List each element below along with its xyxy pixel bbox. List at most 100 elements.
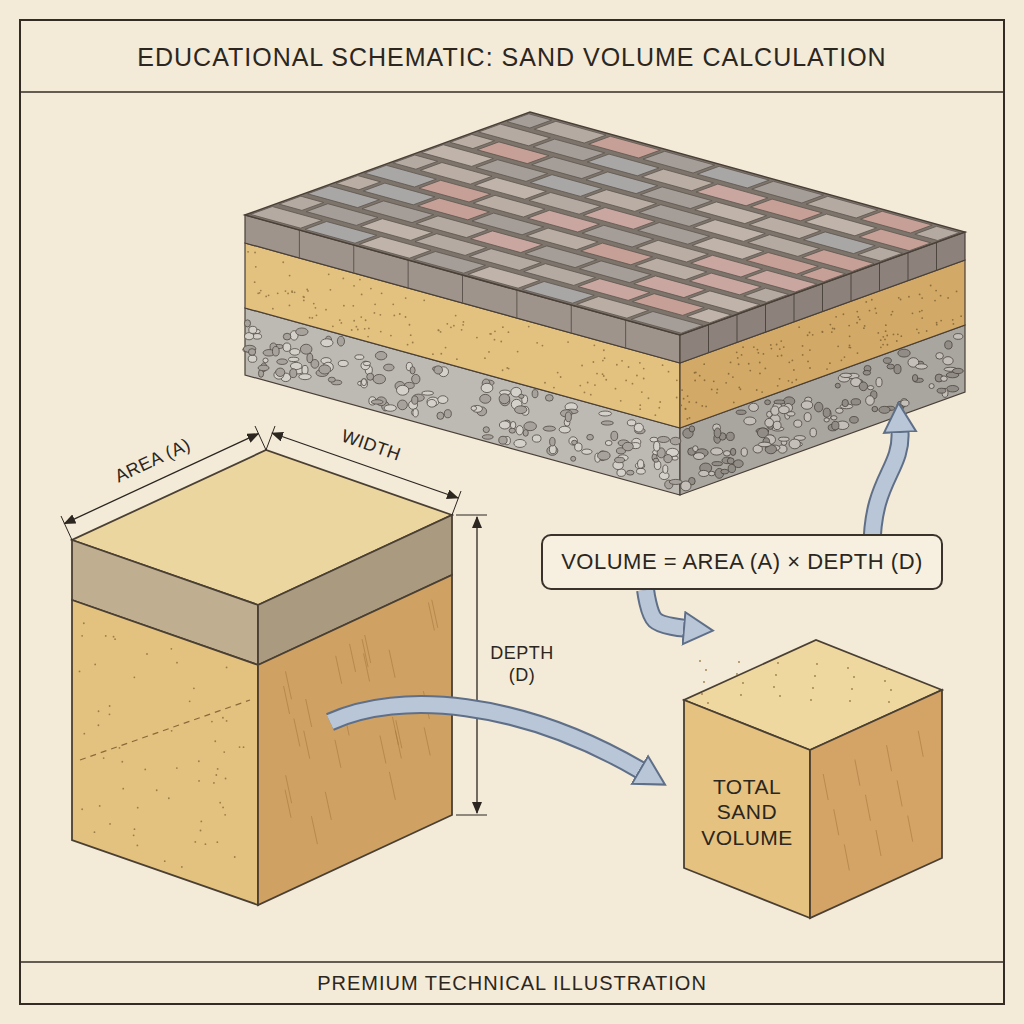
sand-speck — [835, 316, 837, 318]
sand-speck — [176, 662, 178, 664]
sand-speck — [749, 370, 751, 372]
sand-speck — [268, 294, 270, 296]
sand-speck — [776, 344, 778, 346]
sand-speck — [94, 831, 96, 833]
gravel-stone — [879, 406, 890, 413]
gravel-stone — [587, 434, 594, 440]
sand-speck — [930, 285, 932, 287]
gravel-stone — [601, 421, 613, 425]
hatch-stroke — [396, 720, 402, 748]
hatch-stroke — [364, 653, 370, 681]
sand-speck — [687, 395, 689, 397]
paver-joint — [936, 242, 937, 270]
gravel-stone — [730, 448, 735, 455]
sand-speck — [502, 369, 504, 371]
sand-speck — [686, 418, 688, 420]
sand-speck — [759, 362, 761, 364]
paver-brick — [858, 247, 903, 261]
paver-joint — [737, 314, 738, 342]
hatch-stroke — [335, 740, 341, 768]
gravel-stone — [244, 320, 250, 327]
sand-speck — [260, 290, 262, 292]
sand-speck — [685, 408, 687, 410]
gravel-stone — [744, 417, 756, 425]
gravel-stone — [499, 421, 510, 429]
sand-speck — [361, 294, 363, 296]
gravel-stone — [941, 376, 948, 381]
sand-speck — [620, 400, 622, 402]
sand-speck — [821, 331, 823, 333]
sand-speck — [353, 285, 355, 287]
paver-brick — [861, 211, 933, 233]
gravel-stone — [727, 458, 734, 464]
sand-speck — [500, 341, 502, 343]
sand-speck — [773, 686, 775, 688]
gravel-stone — [804, 413, 811, 422]
arrow-outline — [330, 705, 640, 770]
sand-speck — [886, 668, 888, 670]
sand-speck — [788, 380, 790, 382]
paver-joint — [822, 284, 823, 312]
sand-speck — [940, 320, 942, 322]
formula-box: VOLUME = AREA (A) × DEPTH (D) — [541, 534, 943, 590]
gravel-stone — [471, 406, 477, 411]
sand-speck — [926, 330, 928, 332]
sand-speck — [921, 317, 923, 319]
hatch-stroke — [428, 602, 434, 630]
sand-speck — [779, 695, 781, 697]
paver-cross-section — [243, 112, 965, 495]
sand-speck — [791, 360, 793, 362]
gravel-stone — [896, 404, 903, 411]
sand-speck — [812, 687, 814, 689]
sand-speck — [885, 330, 887, 332]
sand-speck — [360, 316, 362, 318]
sand-speck — [412, 342, 414, 344]
sand-speck — [716, 392, 718, 394]
sand-speck — [935, 290, 937, 292]
sand-speck — [707, 702, 709, 704]
gravel-stone — [859, 382, 867, 391]
sand-speck — [198, 780, 200, 782]
gravel-stone — [693, 446, 698, 452]
sand-speck — [798, 326, 800, 328]
sand-speck — [934, 300, 936, 302]
sand-speck — [490, 333, 492, 335]
gravel-stone — [681, 481, 691, 491]
hatch-stroke — [823, 774, 828, 800]
sand-speck — [685, 408, 687, 410]
sand-speck — [748, 363, 750, 365]
gravel-stone — [726, 432, 734, 440]
sand-speck — [892, 311, 894, 313]
sand-speck — [793, 369, 795, 371]
sand-speck — [603, 375, 605, 377]
sand-speck — [98, 710, 100, 712]
gravel-stone — [823, 408, 830, 417]
paver-brick — [744, 288, 789, 302]
sand-cube: TOTAL SAND VOLUME — [680, 636, 946, 922]
gravel-stone — [868, 386, 874, 390]
gravel-stone — [499, 394, 510, 404]
paver-joint — [516, 290, 517, 318]
frame — [20, 20, 1004, 1004]
sand-speck — [865, 301, 867, 303]
gravel-stone — [711, 448, 723, 455]
gravel-stone — [749, 403, 759, 411]
sand-speck — [834, 328, 836, 330]
gravel-stone — [894, 365, 901, 374]
sand-speck — [777, 662, 779, 664]
paver-top — [245, 112, 965, 335]
sand-speck — [351, 329, 353, 331]
gravel-stone — [515, 406, 527, 414]
gravel-stone — [669, 479, 682, 484]
sand-speck — [222, 717, 224, 719]
gravel-stone — [398, 400, 408, 410]
sand-speck — [908, 296, 910, 298]
sand-speck — [379, 314, 381, 316]
sand-speck — [137, 807, 139, 809]
sand-speck — [837, 345, 839, 347]
sand-speck — [853, 676, 855, 678]
arrow-body — [872, 432, 900, 548]
sand-speck — [716, 389, 718, 391]
sand-speck — [399, 313, 401, 315]
